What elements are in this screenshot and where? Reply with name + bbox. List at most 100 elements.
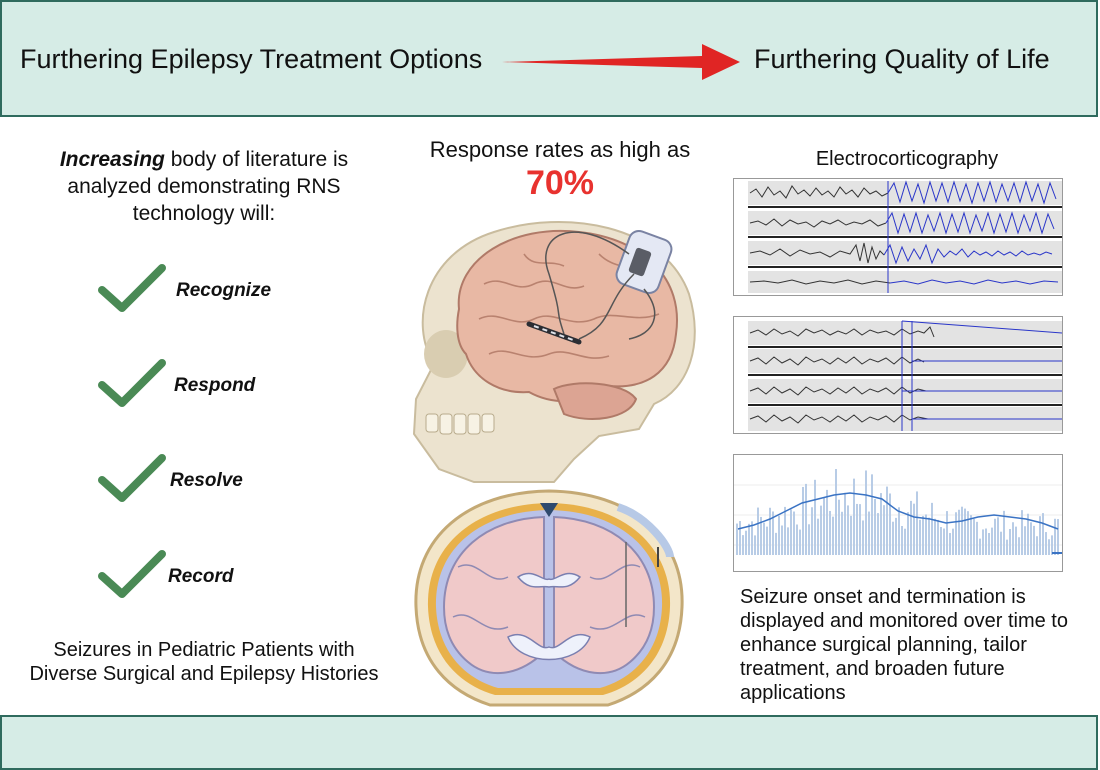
- bottom-caption: Seizure onset and termination is display…: [740, 586, 1068, 704]
- trend-bar: [1006, 539, 1008, 555]
- trend-bar: [811, 507, 813, 555]
- trend-bar: [736, 523, 738, 555]
- trend-bar: [907, 512, 909, 555]
- trend-bar: [742, 535, 744, 555]
- trend-bar: [778, 515, 780, 555]
- trend-bar: [862, 520, 864, 555]
- trend-bar: [805, 483, 807, 555]
- literature-statement: Increasing body of literature is analyze…: [20, 146, 388, 227]
- trend-bar: [1009, 529, 1011, 555]
- trend-bar: [754, 535, 756, 555]
- trend-bar: [874, 499, 876, 555]
- trend-bar: [1045, 532, 1047, 555]
- checklist-label: Resolve: [170, 470, 243, 491]
- trend-bar: [796, 524, 798, 555]
- trend-bar: [766, 526, 768, 555]
- seizure-trend-panel: [733, 454, 1063, 572]
- trend-bar: [892, 521, 894, 555]
- trend-bar: [982, 529, 984, 555]
- trend-bar: [799, 529, 801, 555]
- trend-bar: [1027, 513, 1029, 555]
- trend-bar: [1003, 510, 1005, 555]
- trend-bar: [868, 511, 870, 555]
- trend-bar: [820, 505, 822, 555]
- check-icon: [98, 550, 166, 598]
- trend-bar: [973, 518, 975, 555]
- trend-bar: [1051, 535, 1053, 555]
- trend-bar: [946, 511, 948, 555]
- checklist-item-respond: Respond: [96, 357, 356, 417]
- response-rate-label: Response rates as high as: [429, 137, 691, 162]
- trend-bar: [850, 515, 852, 555]
- trend-bar: [1057, 519, 1059, 555]
- trend-bar: [1030, 522, 1032, 555]
- trend-bar: [1033, 525, 1035, 555]
- trend-bar: [751, 521, 753, 555]
- trend-bar: [859, 504, 861, 555]
- trend-bar: [829, 510, 831, 555]
- trend-bar: [769, 507, 771, 555]
- trend-bar: [1042, 513, 1044, 555]
- checklist-label: Recognize: [176, 280, 272, 301]
- trend-bar: [1054, 518, 1056, 555]
- trend-bar: [1021, 510, 1023, 555]
- quality-of-life-heading: Furthering Quality of Life: [754, 44, 1050, 74]
- trend-bar: [865, 470, 867, 555]
- trend-bar: [937, 519, 939, 555]
- trend-bar: [844, 492, 846, 555]
- trend-bar: [802, 486, 804, 555]
- trend-bar: [757, 507, 759, 555]
- trend-bar: [760, 516, 762, 555]
- trend-bar: [955, 512, 957, 555]
- trend-bar: [1048, 539, 1050, 555]
- trend-bar: [853, 478, 855, 555]
- trend-bar: [847, 505, 849, 555]
- ecog-trace-panel-1: [733, 178, 1063, 296]
- trend-bar: [1015, 526, 1017, 555]
- trend-bar: [883, 505, 885, 555]
- trend-bar: [823, 497, 825, 555]
- trend-bar: [856, 503, 858, 555]
- trend-bar: [748, 523, 750, 555]
- trend-bar: [808, 524, 810, 555]
- trend-bar: [901, 526, 903, 555]
- trend-bar: [934, 518, 936, 555]
- trend-bar: [904, 528, 906, 555]
- trend-bar: [925, 514, 927, 555]
- trend-bar: [838, 499, 840, 555]
- trend-bar: [1018, 537, 1020, 555]
- trend-bar: [895, 517, 897, 555]
- trend-bar: [964, 508, 966, 555]
- trend-bar: [991, 527, 993, 555]
- literature-text: body of literature is analyzed demonstra…: [67, 148, 349, 225]
- trend-bar: [952, 528, 954, 555]
- skull-brain-illustration: [412, 221, 696, 483]
- checklist-item-record: Record: [96, 548, 356, 608]
- trend-bar: [775, 532, 777, 555]
- trend-bar: [871, 474, 873, 555]
- trend-bar: [994, 518, 996, 555]
- trend-bar: [928, 517, 930, 555]
- check-icon: [98, 359, 166, 407]
- check-icon: [98, 454, 166, 502]
- trend-bar: [841, 511, 843, 555]
- trend-bar: [889, 493, 891, 555]
- checklist-label: Respond: [174, 375, 256, 396]
- response-rate-value: 70%: [525, 164, 595, 202]
- checklist-item-recognize: Recognize: [96, 262, 356, 322]
- trend-bar: [814, 479, 816, 555]
- ecog-title: Electrocorticography: [815, 148, 999, 170]
- trend-bar: [913, 503, 915, 555]
- trend-bar: [745, 530, 747, 555]
- trend-bar: [910, 500, 912, 555]
- trend-bar: [817, 518, 819, 555]
- trend-bar: [931, 502, 933, 555]
- trend-bar: [826, 489, 828, 555]
- trend-bar: [832, 516, 834, 555]
- trend-bar: [1039, 516, 1041, 555]
- top-banner: Furthering Epilepsy Treatment Options Fu…: [0, 0, 1098, 117]
- check-icon: [98, 264, 166, 312]
- trend-bar: [985, 528, 987, 555]
- trend-bar: [976, 521, 978, 555]
- trend-bar: [880, 493, 882, 555]
